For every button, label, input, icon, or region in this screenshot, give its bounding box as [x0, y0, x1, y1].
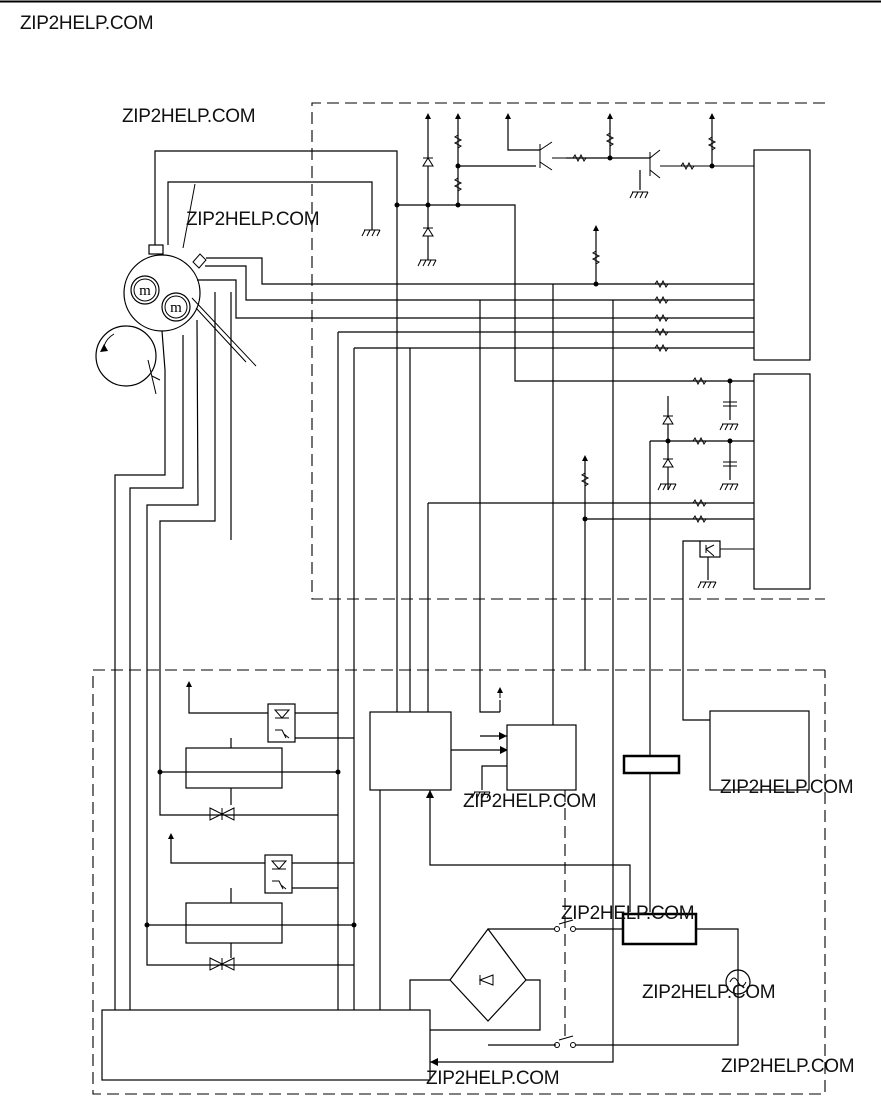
lower-board-outline — [92, 669, 826, 1095]
connector-upper — [753, 149, 811, 361]
lower-wiring — [114, 284, 651, 1063]
watermark: ZIP2HELP.COM — [463, 791, 597, 812]
watermark: ZIP2HELP.COM — [122, 106, 256, 127]
watermark: ZIP2HELP.COM — [426, 1068, 560, 1089]
watermark: ZIP2HELP.COM — [561, 903, 695, 924]
upper-wiring — [154, 112, 754, 721]
watermark: ZIP2HELP.COM — [720, 777, 854, 798]
lower-board-components — [101, 680, 810, 1081]
motor-label-2: m — [170, 300, 182, 316]
watermark: ZIP2HELP.COM — [721, 1056, 855, 1077]
drum-assembly: m m — [95, 183, 257, 395]
motor-label-1: m — [139, 283, 151, 299]
upper-board-outline — [311, 102, 825, 600]
watermark: ZIP2HELP.COM — [642, 982, 776, 1003]
watermark: ZIP2HELP.COM — [186, 209, 320, 230]
watermark: ZIP2HELP.COM — [20, 13, 154, 34]
connector-lower — [753, 373, 811, 590]
